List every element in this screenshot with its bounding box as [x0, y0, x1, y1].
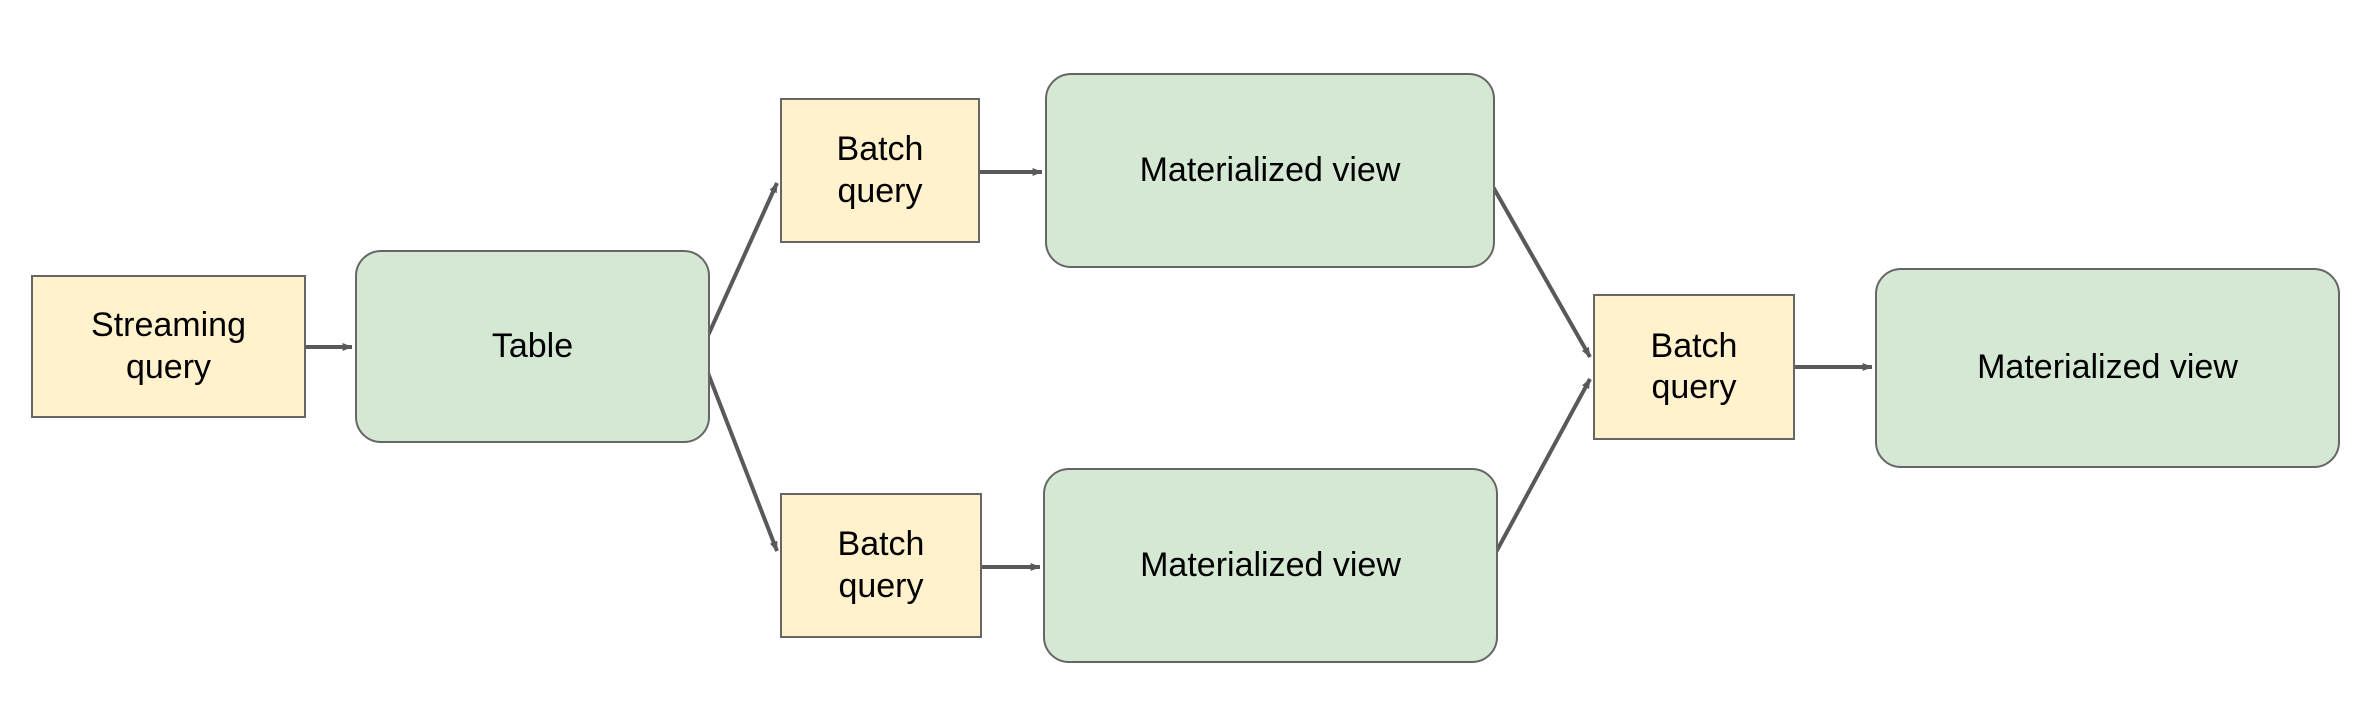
node-materialized-view-bottom[interactable]: Materialized view	[1043, 468, 1498, 663]
node-streaming-query[interactable]: Streaming query	[31, 275, 306, 418]
edge-mv-top-to-batch-center	[1490, 184, 1592, 358]
node-batch-query-center[interactable]: Batch query	[1593, 294, 1795, 440]
node-materialized-view-right[interactable]: Materialized view	[1875, 268, 2340, 468]
node-batch-query-top[interactable]: Batch query	[780, 98, 980, 243]
node-table[interactable]: Table	[355, 250, 710, 443]
node-batch-query-bottom[interactable]: Batch query	[780, 493, 982, 638]
edge-mv-bottom-to-batch-center	[1493, 378, 1592, 555]
node-materialized-view-top[interactable]: Materialized view	[1045, 73, 1495, 268]
